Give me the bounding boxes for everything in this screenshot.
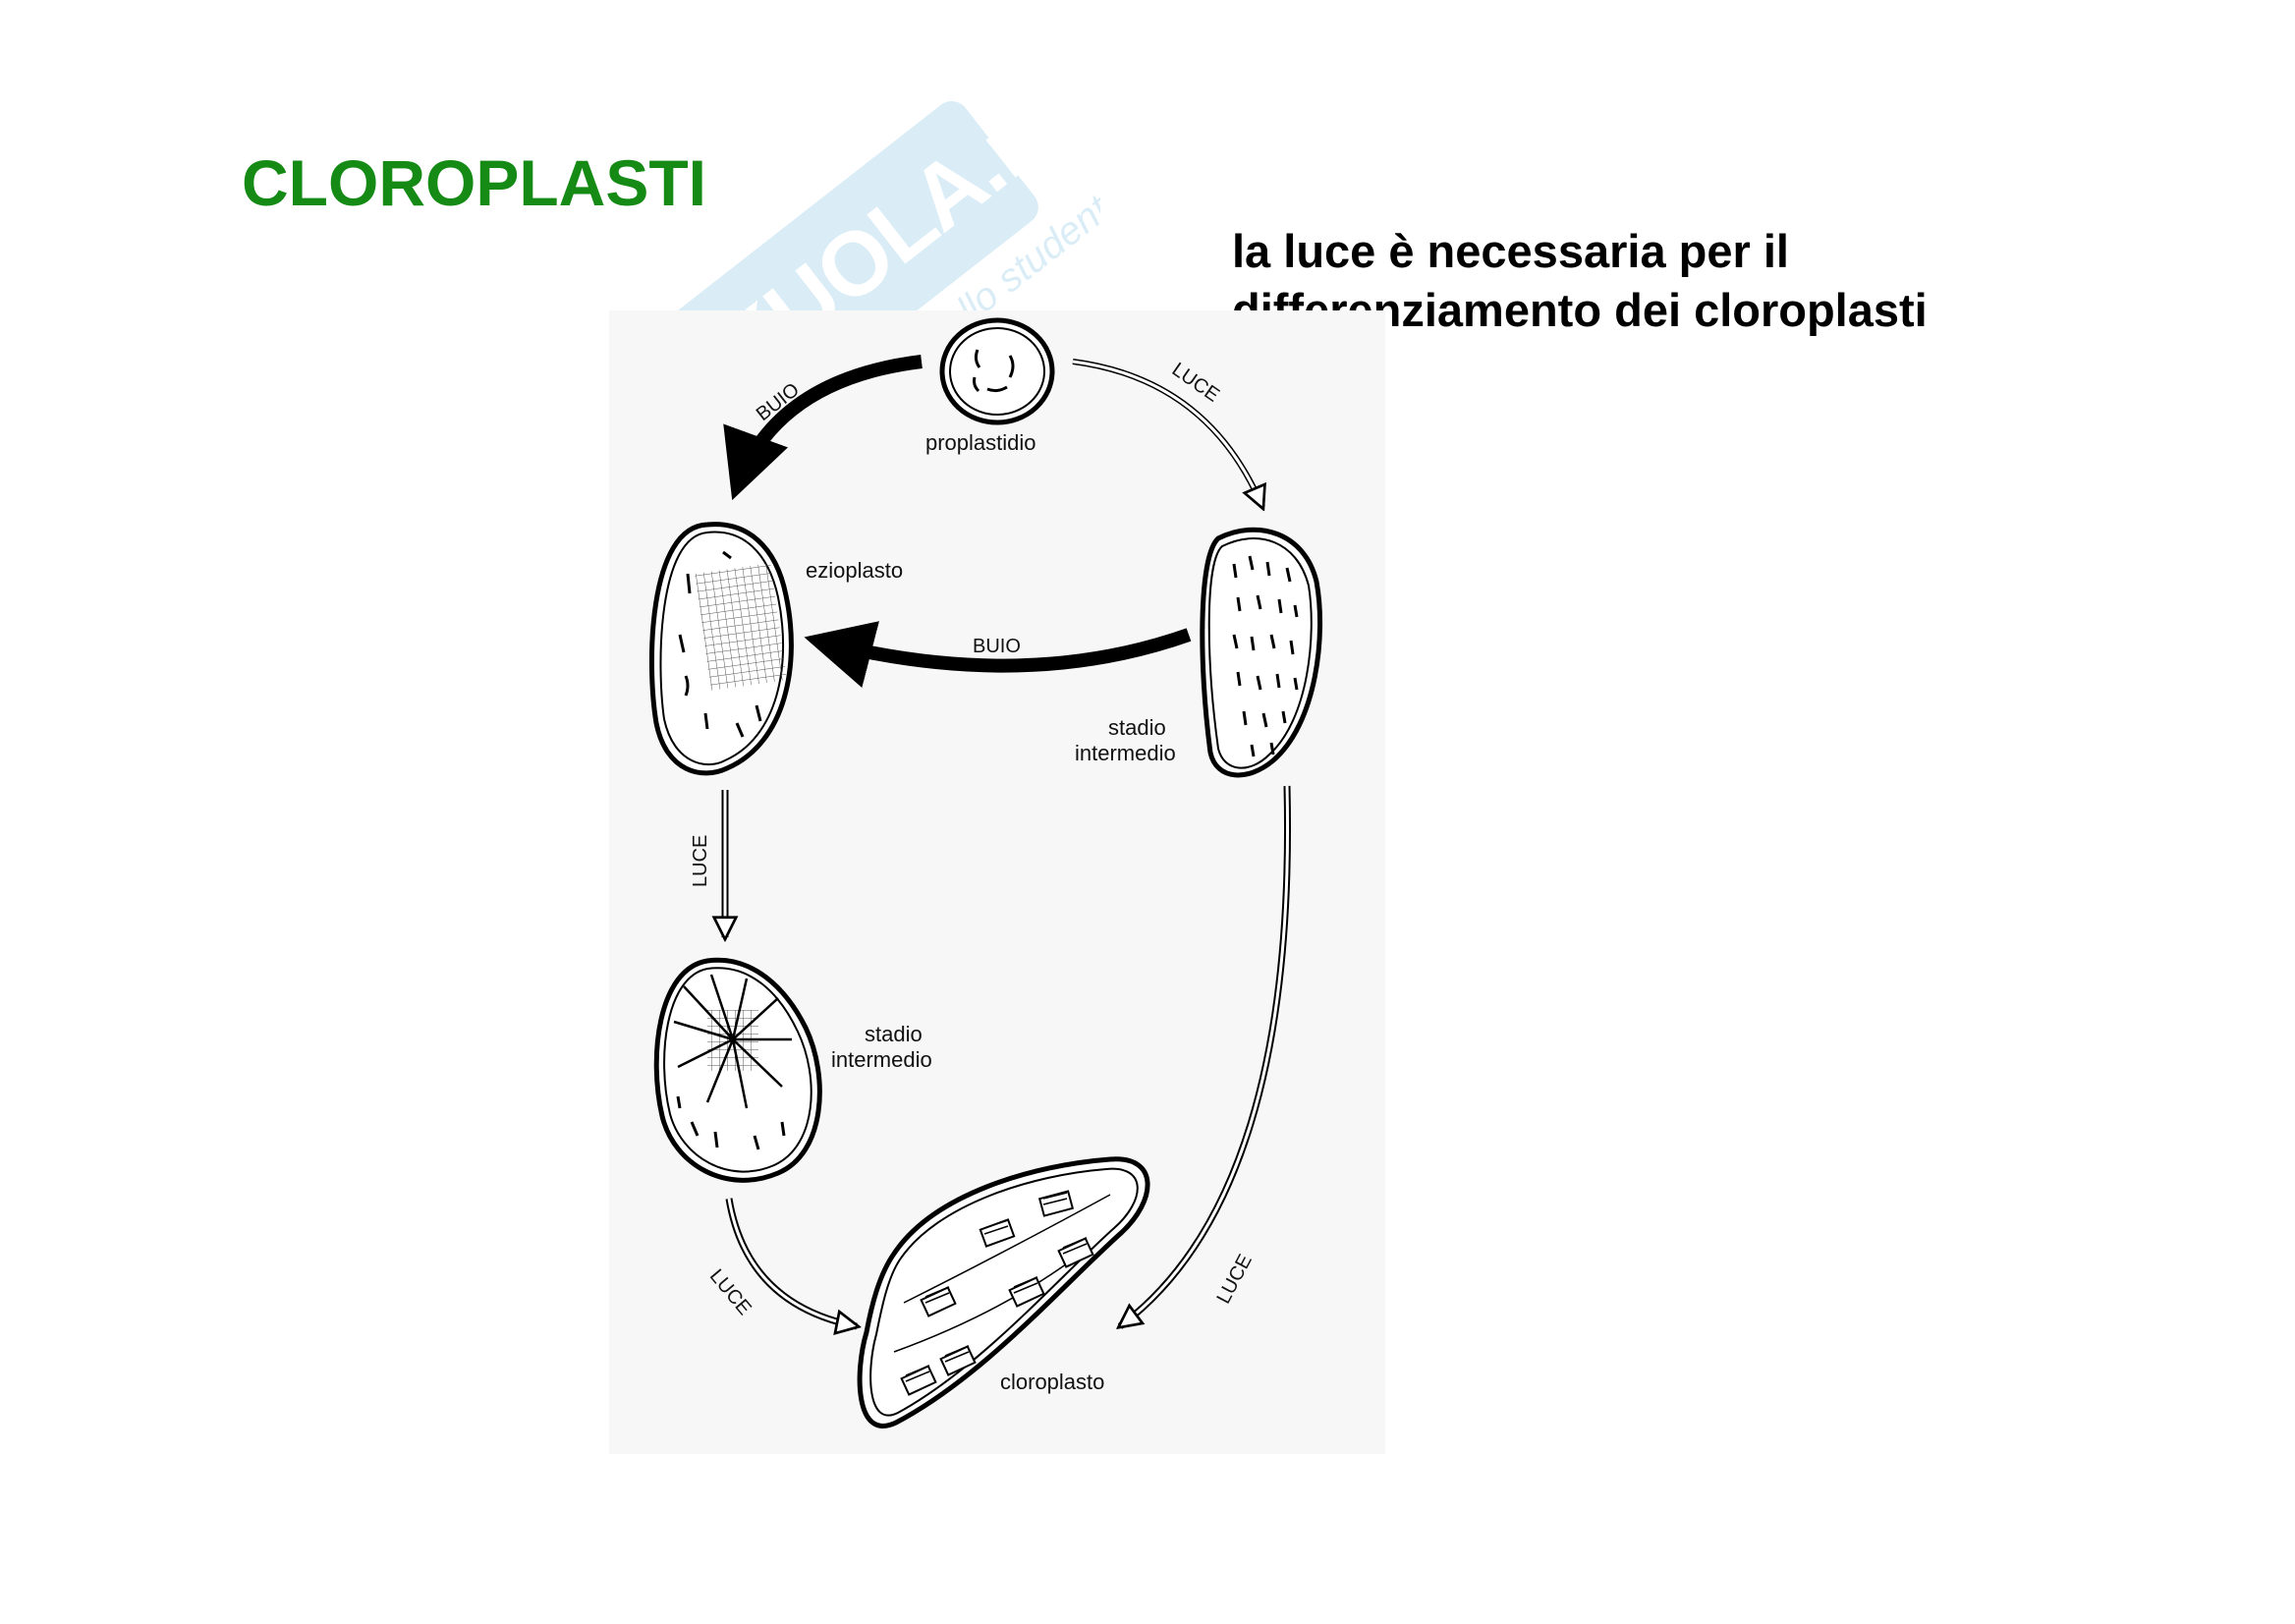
arrow-luce-proplastidio-stadio [1073,362,1262,507]
page-title: CLOROPLASTI [242,145,706,220]
stadio-intermedio-left-label-2: intermedio [831,1047,932,1072]
ezioplasto-organelle [651,525,791,773]
stadio-intermedio-right-label-1: stadio [1108,715,1166,740]
cloroplasto-label: cloroplasto [1000,1370,1104,1394]
arrow-label-luce-2: LUCE [690,835,711,887]
arrow-label-luce-3: LUCE [705,1265,756,1319]
arrow-label-buio-2: BUIO [973,636,1021,657]
ezioplasto-label: ezioplasto [806,558,903,583]
arrow-luce-stadio-right-cloroplasto [1120,786,1288,1326]
stadio-intermedio-right-organelle [1203,530,1320,775]
stadio-intermedio-right-label-2: intermedio [1075,741,1176,765]
proplastidio-organelle [942,320,1052,422]
diagram-figure: proplastidio BUIO LUCE ezioplasto stadio… [609,310,1385,1454]
subtitle-line-1: la luce è necessaria per il [1232,222,1928,281]
proplastidio-label: proplastidio [925,430,1036,455]
arrow-label-luce-4: LUCE [1212,1251,1256,1307]
plastid-diagram: proplastidio BUIO LUCE ezioplasto stadio… [609,310,1385,1454]
stadio-intermedio-left-organelle [656,960,819,1180]
stadio-intermedio-left-label-1: stadio [865,1022,923,1046]
